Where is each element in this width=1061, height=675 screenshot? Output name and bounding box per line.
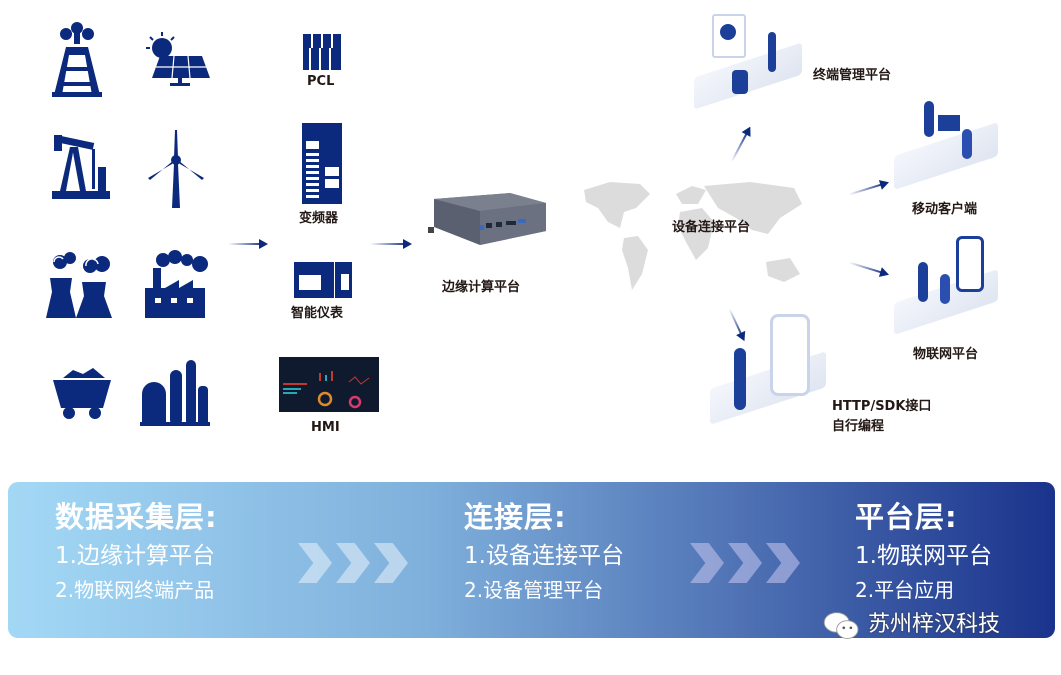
coal-cart-icon	[53, 368, 111, 419]
flow-arrow	[228, 239, 268, 249]
flow-arrow	[370, 239, 412, 249]
mobile-client-label: 移动客户端	[912, 202, 978, 217]
edge-computer-image	[428, 193, 546, 245]
layer-title: 平台层:	[855, 500, 958, 534]
refinery-icon	[140, 360, 210, 426]
solar-panel-icon	[146, 32, 210, 86]
hmi-screen-image	[279, 357, 379, 412]
layer-title: 连接层:	[464, 500, 567, 534]
api-label-line1: HTTP/SDK接口	[832, 399, 932, 414]
layer-platform: 平台层: 1.物联网平台 2.平台应用	[855, 500, 992, 602]
layer-item: 2.设备管理平台	[464, 578, 604, 602]
layer-item: 1.边缘计算平台	[55, 543, 215, 569]
layer-item: 1.物联网平台	[855, 543, 992, 569]
api-label-line2: 自行编程	[832, 419, 885, 434]
watermark-text: 苏州梓汉科技	[868, 612, 1001, 637]
terminal-management-illustration	[688, 10, 808, 110]
oil-well-icon	[52, 22, 102, 97]
layer-item: 2.平台应用	[855, 578, 955, 602]
hmi-label: HMI	[311, 420, 340, 435]
flow-arrow	[848, 182, 886, 196]
terminal-platform-label: 终端管理平台	[813, 68, 892, 83]
mobile-client-illustration	[890, 95, 1002, 190]
inverter-icon	[302, 123, 342, 204]
factory-icon	[145, 250, 208, 318]
iot-platform-label: 物联网平台	[913, 347, 979, 362]
plc-label: PCL	[307, 74, 335, 89]
layer-title: 数据采集层:	[55, 500, 218, 534]
flow-arrow	[730, 129, 750, 163]
connection-platform-label: 设备连接平台	[672, 220, 751, 235]
layer-connection: 连接层: 1.设备连接平台 2.设备管理平台	[464, 500, 624, 602]
layer-data-collection: 数据采集层: 1.边缘计算平台 2.物联网终端产品	[55, 500, 218, 602]
api-illustration	[700, 312, 830, 425]
edge-platform-label: 边缘计算平台	[442, 280, 521, 295]
world-map-image	[584, 182, 802, 290]
wechat-icon	[823, 612, 859, 639]
cooling-tower-icon	[46, 252, 112, 318]
chevron-arrows-icon	[690, 543, 800, 583]
wind-turbine-icon	[148, 130, 204, 208]
plc-icon	[303, 34, 341, 70]
iot-platform-illustration	[890, 230, 1002, 335]
oil-pump-icon	[52, 135, 110, 199]
layer-item: 1.设备连接平台	[464, 543, 624, 569]
flow-arrow	[848, 261, 886, 275]
chevron-arrows-icon	[298, 543, 408, 583]
inverter-label: 变频器	[299, 211, 339, 226]
smart-meter-label: 智能仪表	[291, 306, 344, 321]
layers-banner	[8, 482, 1055, 638]
layer-item: 2.物联网终端产品	[55, 578, 215, 602]
smart-meter-icon	[294, 262, 352, 298]
